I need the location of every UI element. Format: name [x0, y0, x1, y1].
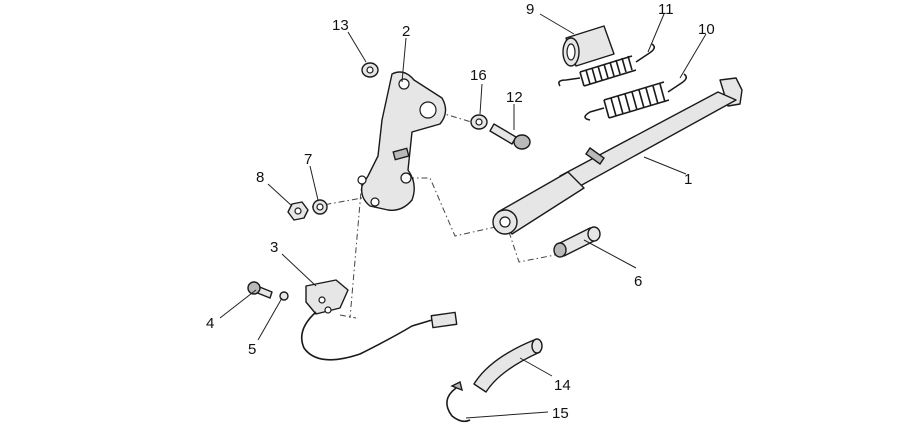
- callout-6: 6: [634, 273, 642, 290]
- bolt-12: [489, 123, 531, 150]
- callout-9: 9: [526, 1, 534, 18]
- clip-15: [446, 380, 471, 423]
- callout-12: 12: [506, 89, 523, 106]
- callout-14: 14: [554, 377, 571, 394]
- hose-14: [473, 338, 543, 393]
- callout-13: 13: [332, 17, 349, 34]
- nut-8: [287, 201, 309, 221]
- washer-7: [312, 199, 328, 215]
- callout-5: 5: [248, 341, 256, 358]
- bracket-part: [357, 71, 447, 211]
- washer-13: [361, 62, 379, 78]
- callout-15: 15: [552, 405, 569, 422]
- callout-1: 1: [684, 171, 692, 188]
- callout-4: 4: [206, 315, 214, 332]
- callout-11: 11: [658, 1, 674, 18]
- switch-3: [300, 279, 458, 361]
- callout-2: 2: [402, 23, 410, 40]
- callout-labels: 1 2 3 4 5 6 7 8 9 10 11 12 13 14 15 16: [206, 1, 715, 422]
- callout-8: 8: [256, 169, 264, 186]
- callout-7: 7: [304, 151, 312, 168]
- stand-arm-1: [492, 77, 743, 235]
- sleeve-9: [562, 25, 615, 67]
- pivot-bolt-6: [553, 226, 601, 258]
- spring-10: [584, 73, 688, 121]
- spring-11: [558, 43, 656, 87]
- screw-4: [247, 281, 273, 299]
- callout-3: 3: [270, 239, 278, 256]
- assembly-lines: [311, 111, 561, 319]
- leader-lines: [219, 13, 707, 419]
- callout-10: 10: [698, 21, 715, 38]
- washer-16: [470, 114, 488, 130]
- callout-16: 16: [470, 67, 487, 84]
